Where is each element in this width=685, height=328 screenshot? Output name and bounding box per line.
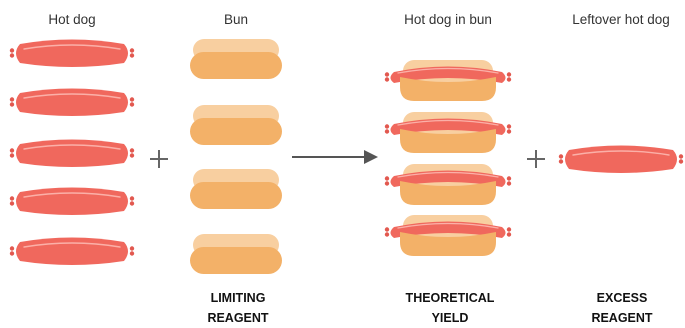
- theoretical-yield-caption-line-2: YIELD: [431, 311, 469, 325]
- theoretical-yield-caption-line-1: THEORETICAL: [405, 291, 495, 305]
- hot-dog-in-bun: [384, 60, 512, 101]
- theoretical-yield-caption: THEORETICAL YIELD: [406, 288, 495, 328]
- hot-dog-in-bun: [384, 112, 512, 153]
- plus-sign: [527, 150, 545, 168]
- limiting-reagent-caption: LIMITING REAGENT: [207, 288, 268, 328]
- limiting-reagent-caption-line-1: LIMITING: [210, 291, 266, 305]
- reaction-arrow: [292, 150, 378, 164]
- hot-dog: [9, 187, 135, 215]
- limiting-reagent-caption-line-2: REAGENT: [207, 311, 269, 325]
- bun: [190, 234, 282, 274]
- hot-dog-in-bun-label: Hot dog in bun: [404, 12, 492, 27]
- hot-dog-in-bun: [384, 215, 512, 256]
- leftover-hot-dog-label: Leftover hot dog: [572, 12, 670, 27]
- hot-dog: [9, 139, 135, 167]
- excess-reagent-caption-line-2: REAGENT: [591, 311, 653, 325]
- hot-dog: [9, 88, 135, 116]
- bun-label: Bun: [223, 12, 249, 27]
- excess-reagent-caption-line-1: EXCESS: [596, 291, 648, 305]
- leftover-hot-dog: [558, 145, 684, 173]
- excess-reagent-caption: EXCESS REAGENT: [591, 288, 652, 328]
- plus-sign: [150, 150, 168, 168]
- hot-dog-label: Hot dog: [48, 12, 96, 27]
- hot-dog-in-bun: [384, 164, 512, 205]
- bun: [190, 39, 282, 79]
- bun: [190, 105, 282, 145]
- hot-dog: [9, 237, 135, 265]
- hot-dog: [9, 39, 135, 67]
- bun: [190, 169, 282, 209]
